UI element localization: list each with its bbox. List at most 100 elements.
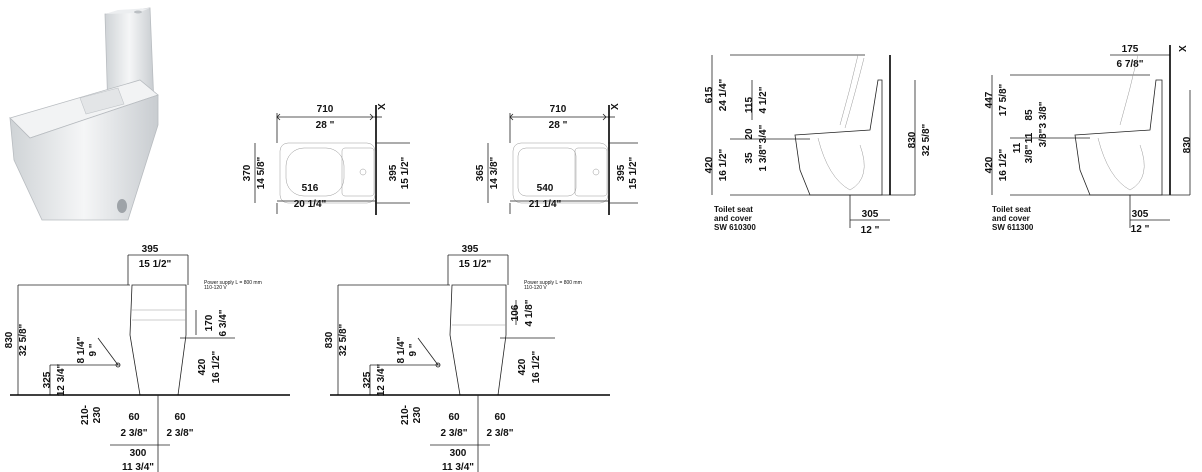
seat2-caption-line-3: SW 611300 (992, 223, 1034, 232)
plan2-base-in: 21 1/4" (529, 199, 562, 210)
plan-view-1: 710 28 " X 370 14 5/8" 395 15 1/2" 516 2… (242, 103, 411, 215)
seat2-height-mm: 420 (517, 358, 528, 375)
front-width-in: 15 1/2" (139, 259, 172, 270)
front-width-mm: 395 (142, 244, 159, 255)
front2-width-mm: 395 (462, 244, 479, 255)
plan2-depth-mm: 365 (475, 164, 486, 181)
bottom2-width-mm: 300 (450, 448, 467, 459)
bottom2-width-in: 11 3/4" (442, 462, 474, 472)
plan-view-2: 710 28 " X 365 14 3/8" 395 15 1/2" 540 2… (475, 103, 639, 215)
side-seat-in: 16 1/2" (718, 148, 729, 181)
side2-x-mark: X (1178, 45, 1189, 52)
plan2-side-mm: 395 (616, 164, 627, 181)
side-seat-mm: 420 (704, 156, 715, 173)
seat2-caption-line-1: Toilet seat (992, 205, 1031, 214)
upper-mm: 170 (204, 314, 215, 331)
side2-a-mm: 85 (1024, 109, 1035, 121)
right-offset-mm: 60 (174, 412, 186, 423)
side2-h-mm: 830 (1182, 136, 1193, 153)
side-r-mm: 305 (862, 209, 879, 220)
upper2-mm: 106 (510, 304, 521, 321)
valve2-mm: 8 1/4" (396, 336, 407, 363)
left2-offset-mm: 60 (448, 412, 460, 423)
valve-in: 9 " (88, 343, 99, 356)
left-offset-in: 2 3/8" (121, 428, 148, 439)
side-view-1: 615 24 1/4" 420 16 1/2" 115 4 1/2" 20 3/… (704, 54, 932, 236)
offset-line-2: 230 (92, 406, 103, 423)
bottom-width-in: 11 3/4" (122, 462, 154, 472)
plan2-depth-in: 14 3/8" (489, 156, 500, 189)
upper-in: 6 3/4" (218, 309, 229, 336)
side-c-mm: 35 (744, 152, 755, 164)
wall-x-mark: X (377, 103, 388, 110)
side2-seat-in: 16 1/2" (998, 148, 1009, 181)
side-h-in: 32 5/8" (921, 123, 932, 156)
side2-r-in: 12 " (1131, 224, 1150, 235)
side-a-mm: 115 (744, 96, 755, 113)
plan-side-mm: 395 (388, 164, 399, 181)
plan-depth-in: 14 5/8" (256, 156, 267, 189)
right2-offset-in: 2 3/8" (487, 428, 514, 439)
plan-depth-mm: 370 (242, 164, 253, 181)
offset-line-1: 210- (80, 405, 91, 425)
plan-base-mm: 516 (302, 183, 319, 194)
left2-offset-in: 2 3/8" (441, 428, 468, 439)
side-h-mm: 830 (907, 131, 918, 148)
plan-base-in: 20 1/4" (294, 199, 327, 210)
valve2-height-in: 12 3/4" (376, 363, 387, 396)
power-supply-note: Power supply L = 800 mm (204, 280, 262, 286)
side-view-2: 175 6 7/8" X 447 17 5/8" 420 16 1/2" 85 … (984, 44, 1193, 235)
valve-height-mm: 325 (42, 371, 53, 388)
seat-caption-line-2: and cover (714, 214, 752, 223)
left-offset-mm: 60 (128, 412, 140, 423)
side2-b-in: 3/8" (1038, 128, 1049, 147)
right2-offset-mm: 60 (494, 412, 506, 423)
side2-r-mm: 305 (1132, 209, 1149, 220)
front-h-mm: 830 (4, 331, 15, 348)
right-offset-in: 2 3/8" (167, 428, 194, 439)
side-c-in: 1 3/8" (758, 144, 769, 171)
upper2-in: 4 1/8" (524, 299, 535, 326)
side2-c-in: 3/8" (1024, 144, 1035, 163)
plan2-width-in: 28 " (549, 120, 568, 131)
seat2-caption-line-2: and cover (992, 214, 1030, 223)
side-top-in: 24 1/4" (718, 78, 729, 111)
valve2-in: 9 " (408, 343, 419, 356)
side2-w-mm: 175 (1122, 44, 1139, 55)
front2-h-mm: 830 (324, 331, 335, 348)
product-photo (9, 7, 159, 221)
side-r-in: 12 " (861, 225, 880, 236)
side-b-mm: 20 (744, 128, 755, 140)
front-h-in: 32 5/8" (18, 323, 29, 356)
valve-mm: 8 1/4" (76, 336, 87, 363)
front2-width-in: 15 1/2" (459, 259, 492, 270)
seat-caption-line-3: SW 610300 (714, 223, 756, 232)
seat-height-mm: 420 (197, 358, 208, 375)
voltage2-note: 110-120 V (524, 285, 547, 291)
wall2-x-mark: X (610, 103, 621, 110)
front2-h-in: 32 5/8" (338, 323, 349, 356)
offset2-line-2: 230 (412, 406, 423, 423)
plan2-side-in: 15 1/2" (628, 156, 639, 189)
side2-a-in: 3 3/8" (1038, 101, 1049, 128)
plan-width-mm: 710 (317, 104, 334, 115)
bottom-width-mm: 300 (130, 448, 147, 459)
offset2-line-1: 210- (400, 405, 411, 425)
side2-w-in: 6 7/8" (1117, 59, 1144, 70)
plan-width-in: 28 " (316, 120, 335, 131)
valve2-height-mm: 325 (362, 371, 373, 388)
side-top-mm: 615 (704, 86, 715, 103)
side2-b-mm: 11 (1024, 132, 1035, 143)
side2-top-in: 17 5/8" (998, 83, 1009, 116)
plan2-width-mm: 710 (550, 104, 567, 115)
side-b-in: 3/4" (758, 124, 769, 143)
seat-height-in: 16 1/2" (211, 350, 222, 383)
plan-side-in: 15 1/2" (400, 156, 411, 189)
seat-caption-line-1: Toilet seat (714, 205, 753, 214)
side2-seat-mm: 420 (984, 156, 995, 173)
voltage-note: 110-120 V (204, 285, 227, 291)
valve-height-in: 12 3/4" (56, 363, 67, 396)
power2-supply-note: Power supply L = 800 mm (524, 280, 582, 286)
side2-top-mm: 447 (984, 91, 995, 108)
